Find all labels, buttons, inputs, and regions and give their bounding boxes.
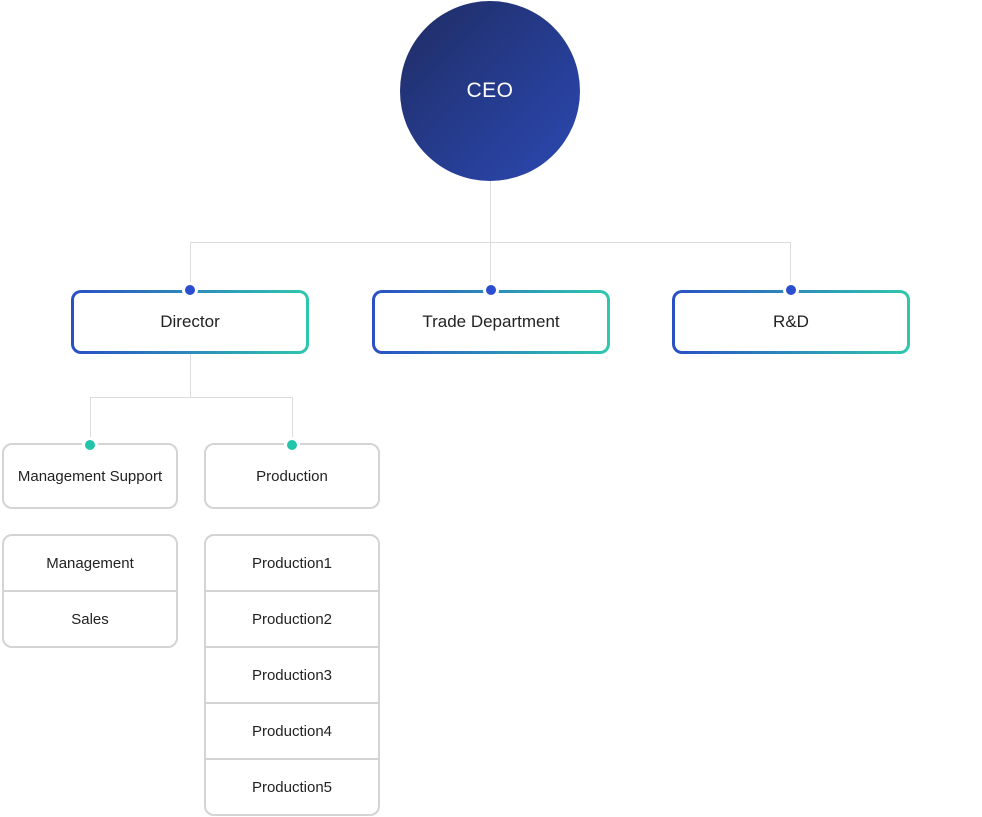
list-item-production5: Production5: [206, 758, 378, 814]
rnd-label: R&D: [675, 293, 907, 351]
trade-department-stub-line: [490, 242, 491, 286]
list-item-management: Management: [46, 554, 134, 572]
ceo-node: CEO: [400, 1, 580, 181]
node-director: Director: [71, 282, 309, 354]
list-item-production4: Production4: [206, 702, 378, 758]
management-support-stub-line: [90, 397, 91, 439]
node-production: Production: [204, 437, 380, 509]
director-stem-line: [190, 354, 191, 397]
director-stub-line: [190, 242, 191, 286]
ceo-label: CEO: [466, 79, 514, 102]
node-trade-department: Trade Department: [372, 282, 610, 354]
rnd-connector-dot: [783, 282, 799, 298]
node-management-support: Management Support: [2, 437, 178, 509]
list-item-production1: Production1: [251, 554, 333, 572]
node-rnd: R&D: [672, 282, 910, 354]
production-stub-line: [292, 397, 293, 439]
management-support-label: Management Support: [17, 467, 163, 485]
list-item-sales: Sales: [4, 590, 176, 646]
ceo-stem-line: [490, 181, 491, 242]
director-label: Director: [74, 293, 306, 351]
director-connector-dot: [182, 282, 198, 298]
production-label: Production: [256, 467, 328, 485]
production-connector-dot: [284, 437, 300, 453]
trade-department-connector-dot: [483, 282, 499, 298]
rnd-stub-line: [790, 242, 791, 286]
list-item-production3: Production3: [206, 646, 378, 702]
trade-department-label: Trade Department: [375, 293, 607, 351]
level2-horizontal-line: [90, 397, 293, 398]
management-support-list: Management Sales: [2, 534, 178, 648]
list-item-production2: Production2: [206, 590, 378, 646]
production-list: Production1 Production2 Production3 Prod…: [204, 534, 380, 816]
management-support-connector-dot: [82, 437, 98, 453]
